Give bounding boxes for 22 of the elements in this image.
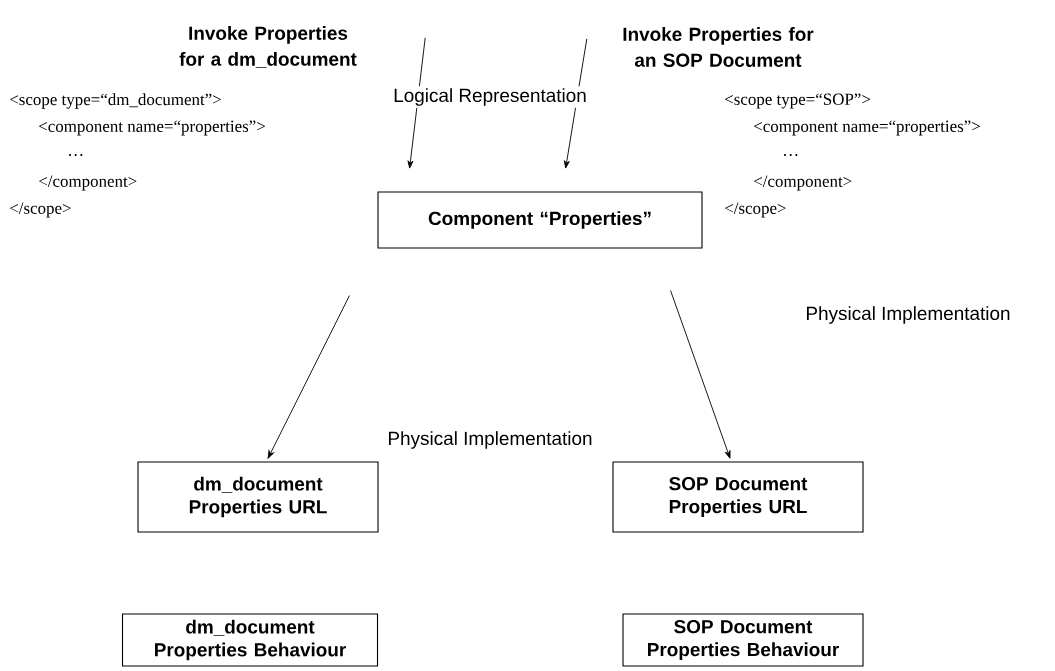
process-box: dm_document Properties Behaviour	[121, 613, 379, 667]
arrow	[267, 295, 350, 459]
code-line: …	[69, 154, 83, 156]
code-line: </component>	[754, 175, 852, 191]
code-line: <component name=“properties”>	[39, 120, 265, 136]
annotation-text: Physical Implementation	[803, 304, 1013, 326]
arrow	[670, 290, 731, 459]
process-box: dm_document Properties URL	[137, 461, 379, 533]
annotation-text: Logical Representation	[391, 86, 589, 108]
code-line: <scope type=“SOP”>	[725, 93, 871, 109]
process-box: Component “Properties”	[377, 191, 703, 249]
code-line: <scope type=“dm_document”>	[10, 93, 221, 109]
code-line: </scope>	[10, 202, 71, 218]
code-line: </scope>	[725, 202, 786, 218]
process-box: SOP Document Properties Behaviour	[622, 613, 864, 667]
code-line: </component>	[39, 175, 137, 191]
code-line: …	[784, 154, 798, 156]
annotation-text: Physical Implementation	[385, 429, 595, 451]
heading-text: Invoke Properties for a dm_document	[179, 26, 357, 68]
heading-text: Invoke Properties for an SOP Document	[623, 27, 814, 67]
code-line: <component name=“properties”>	[754, 120, 980, 136]
process-box: SOP Document Properties URL	[612, 461, 864, 533]
